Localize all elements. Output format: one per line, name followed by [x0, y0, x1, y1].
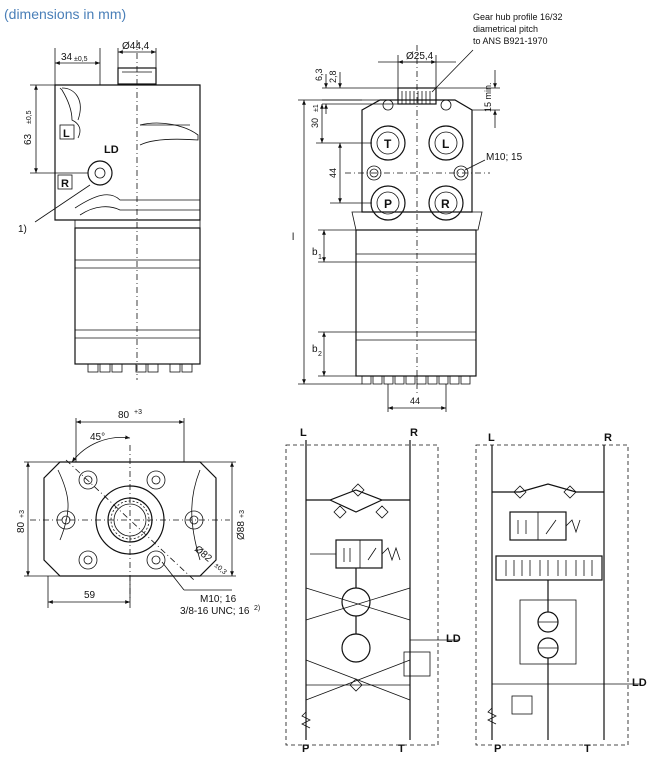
front-dim-6-3: 6,3 — [314, 68, 324, 81]
bottom-bolt-1 — [78, 470, 98, 490]
bottom-bolt-2 — [146, 470, 166, 490]
s2-relief-valve — [511, 695, 533, 715]
motor-body — [74, 227, 201, 365]
bottom-dim-80-left-tol: +3 — [19, 510, 26, 518]
housing-head — [54, 84, 201, 221]
gear-note-line2: diametrical pitch — [473, 24, 538, 34]
s2-label-r: R — [604, 432, 612, 444]
s1-label-p: P — [302, 743, 309, 755]
dimensions-caption: (dimensions in mm) — [4, 6, 127, 22]
bottom-bolts — [87, 363, 193, 373]
bottom-dim-45: 45° — [90, 432, 105, 443]
side-port-ld: LD — [104, 144, 119, 156]
bottom-dim-80-top: 80 — [118, 410, 130, 421]
gear-note-line3: to ANS B921-1970 — [473, 36, 548, 46]
schematic-2-frame — [475, 444, 629, 746]
s2-label-p: P — [494, 743, 501, 755]
front-dim-2-8: 2,8 — [328, 70, 338, 83]
front-housing — [361, 99, 473, 213]
port-l-circle — [428, 125, 464, 161]
s1-label-l: L — [300, 427, 307, 439]
bottom-dim-82-tol: ±0,3 — [213, 562, 228, 576]
port-r-box — [57, 174, 73, 190]
bottom-dim-80-left: 80 — [16, 521, 27, 533]
side-port-l: L — [63, 128, 70, 140]
bottom-thread-2: 3/8-16 UNC; 16 — [180, 606, 250, 617]
bottom-dim-82: Ø82 — [192, 544, 214, 565]
front-dim-hub: Ø25,4 — [406, 51, 434, 62]
front-dim-l: l — [292, 232, 294, 243]
front-thread: M10; 15 — [486, 152, 523, 163]
front-dim-b1: b — [312, 247, 318, 258]
side-port-r: R — [61, 178, 69, 190]
s1-relief-valve — [403, 651, 431, 677]
s1-label-t: T — [398, 743, 405, 755]
side-dim-63: 63 — [23, 133, 34, 145]
bottom-thread-2-ref: 2) — [254, 605, 260, 612]
side-note-1: 1) — [18, 224, 27, 235]
front-body — [355, 229, 477, 377]
side-view: L R LD 34 — [18, 40, 201, 380]
s2-label-ld: LD — [632, 677, 647, 689]
bottom-dim-88-tol: +3 — [239, 510, 246, 518]
front-dim-15min: 15 min. — [483, 82, 493, 112]
hydraulic-schematic-1: L R LD P T — [285, 427, 461, 755]
schematic-1-frame — [285, 444, 439, 746]
ld-port-circle — [87, 160, 113, 186]
front-dim-b1-sub: 1 — [318, 254, 322, 261]
s2-mid-block — [495, 555, 603, 581]
bottom-bolt-4 — [146, 550, 166, 570]
s2-label-l: L — [488, 432, 495, 444]
side-dim-63-tol: ±0,5 — [26, 110, 33, 124]
bottom-thread-1: M10; 16 — [200, 594, 237, 605]
s2-label-t: T — [584, 743, 591, 755]
side-dim-34: 34 — [61, 52, 73, 63]
port-l-box — [59, 124, 75, 140]
bottom-dim-59: 59 — [84, 590, 96, 601]
front-port-t: T — [384, 137, 392, 151]
s1-label-ld: LD — [446, 633, 461, 645]
side-dim-diameter: Ø44,4 — [122, 41, 150, 52]
s1-label-r: R — [410, 427, 418, 439]
bottom-bolt-3 — [78, 550, 98, 570]
s1-dir-valve — [335, 539, 383, 569]
side-dim-34-tol: ±0,5 — [74, 56, 88, 63]
bottom-dim-80-top-tol: +3 — [134, 409, 142, 416]
port-r-circle — [428, 185, 464, 221]
bottom-view: 80 +3 45° 80 +3 Ø88 +3 Ø82 ±0,3 59 M10; … — [16, 409, 260, 617]
hydraulic-schematic-2: L R — [475, 432, 647, 755]
front-dim-44-horiz: 44 — [410, 396, 420, 406]
front-port-p: P — [384, 197, 392, 211]
bottom-dim-88: Ø88 — [236, 521, 247, 540]
front-port-l: L — [442, 137, 449, 151]
front-dim-b2: b — [312, 344, 318, 355]
front-view: T L P R — [292, 12, 563, 412]
front-dim-30: 30 — [310, 118, 320, 128]
s1-metering-2 — [341, 633, 371, 663]
front-dim-30-tol: ±1 — [313, 104, 320, 112]
front-dim-b2-sub: 2 — [318, 351, 322, 358]
front-port-r: R — [441, 197, 450, 211]
front-dim-44-vert: 44 — [328, 168, 338, 178]
gear-note-line1: Gear hub profile 16/32 — [473, 12, 563, 22]
